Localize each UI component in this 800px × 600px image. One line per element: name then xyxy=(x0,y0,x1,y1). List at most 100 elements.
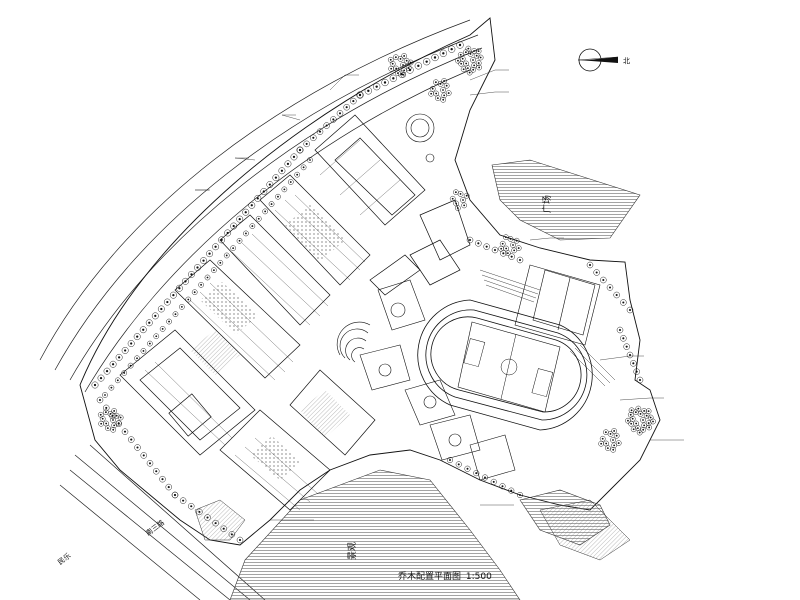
tree-symbol-icon xyxy=(628,407,635,414)
tree-symbol-icon xyxy=(151,312,159,320)
tree-symbol-icon xyxy=(303,140,310,148)
tree-symbol-icon xyxy=(169,291,177,299)
tree-symbol-icon xyxy=(204,514,211,521)
tree-symbol-icon xyxy=(626,306,634,314)
tree-symbol-icon xyxy=(499,483,506,490)
tree-symbol-icon xyxy=(476,64,482,71)
hatched-ground-areas xyxy=(194,159,641,600)
tree-symbol-icon xyxy=(461,202,467,209)
tree-symbol-icon xyxy=(381,78,389,87)
tree-symbol-icon xyxy=(505,250,511,256)
tree-symbol-icon xyxy=(456,41,464,49)
tree-symbol-icon xyxy=(475,60,482,66)
ground-label-left: 景观 xyxy=(347,542,358,560)
tree-symbol-icon xyxy=(211,267,217,273)
tree-symbol-icon xyxy=(96,396,104,404)
tree-symbol-icon xyxy=(166,318,172,325)
tree-symbol-icon xyxy=(610,446,617,453)
tree-symbol-icon xyxy=(389,74,397,82)
tree-symbol-icon xyxy=(599,435,606,442)
tree-symbol-icon xyxy=(475,240,482,247)
tree-symbol-icon xyxy=(98,420,104,427)
tree-symbol-icon xyxy=(128,436,135,443)
tree-symbol-icon xyxy=(458,60,464,67)
tree-symbol-icon xyxy=(185,296,192,303)
tree-symbol-icon xyxy=(204,274,211,281)
tree-symbol-icon xyxy=(463,192,470,199)
tree-symbol-icon xyxy=(636,376,644,384)
tree-symbol-icon xyxy=(623,343,630,350)
tree-symbol-icon xyxy=(466,69,473,76)
callout-leader xyxy=(234,157,256,161)
tree-symbol-icon xyxy=(630,360,637,367)
tree-symbol-icon xyxy=(453,189,459,196)
tree-symbol-icon xyxy=(620,299,627,306)
tree-symbol-icon xyxy=(440,96,447,103)
tree-symbol-icon xyxy=(395,70,401,76)
tree-symbol-icon xyxy=(598,440,604,447)
tree-symbol-icon xyxy=(646,424,652,431)
tree-symbol-icon xyxy=(290,153,298,161)
tree-symbol-icon xyxy=(171,491,179,499)
tree-symbol-icon xyxy=(159,326,166,332)
sports-courts xyxy=(359,264,601,481)
tree-symbol-icon xyxy=(236,237,243,244)
tree-symbol-icon xyxy=(310,134,317,142)
tree-symbol-icon xyxy=(103,409,109,416)
tree-symbol-icon xyxy=(105,425,111,431)
tree-symbol-icon xyxy=(172,311,179,318)
tree-symbol-icon xyxy=(510,242,516,248)
tree-symbol-icon xyxy=(389,60,396,67)
tree-symbol-icon xyxy=(481,474,489,481)
roundabouts xyxy=(405,113,435,163)
tree-symbol-icon xyxy=(200,257,207,265)
tree-symbol-icon xyxy=(191,289,198,296)
tree-symbol-icon xyxy=(179,497,187,504)
tree-symbol-icon xyxy=(387,56,394,63)
tree-symbol-icon xyxy=(508,487,515,494)
tree-symbol-icon xyxy=(606,284,614,291)
tree-symbol-icon xyxy=(212,519,219,527)
tree-symbol-icon xyxy=(406,66,414,74)
running-track xyxy=(417,299,593,431)
tree-symbol-icon xyxy=(400,62,406,68)
tree-symbol-icon xyxy=(133,333,141,341)
tree-symbol-icon xyxy=(224,229,232,237)
tree-symbol-icon xyxy=(236,536,244,544)
tree-symbol-icon xyxy=(605,445,611,451)
tree-symbol-icon xyxy=(401,67,407,74)
tree-symbol-icon xyxy=(491,246,499,254)
tree-symbol-icon xyxy=(490,478,497,485)
tree-symbol-icon xyxy=(626,351,634,359)
tree-symbol-icon xyxy=(242,208,250,216)
tree-symbol-icon xyxy=(218,236,226,244)
tree-symbol-icon xyxy=(633,368,640,375)
drawing-title: 乔木配置平面图 xyxy=(398,570,461,582)
tree-symbol-icon xyxy=(108,384,115,391)
tree-symbol-icon xyxy=(603,429,609,436)
tree-symbol-icon xyxy=(470,57,476,63)
tree-symbol-icon xyxy=(433,79,439,86)
tree-symbol-icon xyxy=(103,367,111,375)
tree-symbol-icon xyxy=(640,426,647,433)
tree-symbol-icon xyxy=(188,270,195,278)
tree-symbol-icon xyxy=(275,193,281,200)
tree-symbol-icon xyxy=(613,432,620,439)
tree-symbol-icon xyxy=(414,62,422,70)
tree-symbols xyxy=(91,41,656,544)
tree-symbol-icon xyxy=(516,491,524,499)
tree-symbol-icon xyxy=(175,284,183,292)
tree-symbol-icon xyxy=(641,422,647,429)
tree-symbol-icon xyxy=(364,87,372,95)
tree-symbol-icon xyxy=(254,194,262,202)
building-fill-patterns xyxy=(190,205,350,480)
site-boundary xyxy=(79,17,661,546)
tree-symbol-icon xyxy=(620,335,627,342)
tree-symbol-icon xyxy=(471,48,477,54)
callout-leader xyxy=(529,237,551,241)
tree-symbol-icon xyxy=(147,340,153,347)
tree-symbol-icon xyxy=(441,92,447,99)
tree-symbol-icon xyxy=(268,201,275,207)
tree-symbol-icon xyxy=(110,417,116,423)
